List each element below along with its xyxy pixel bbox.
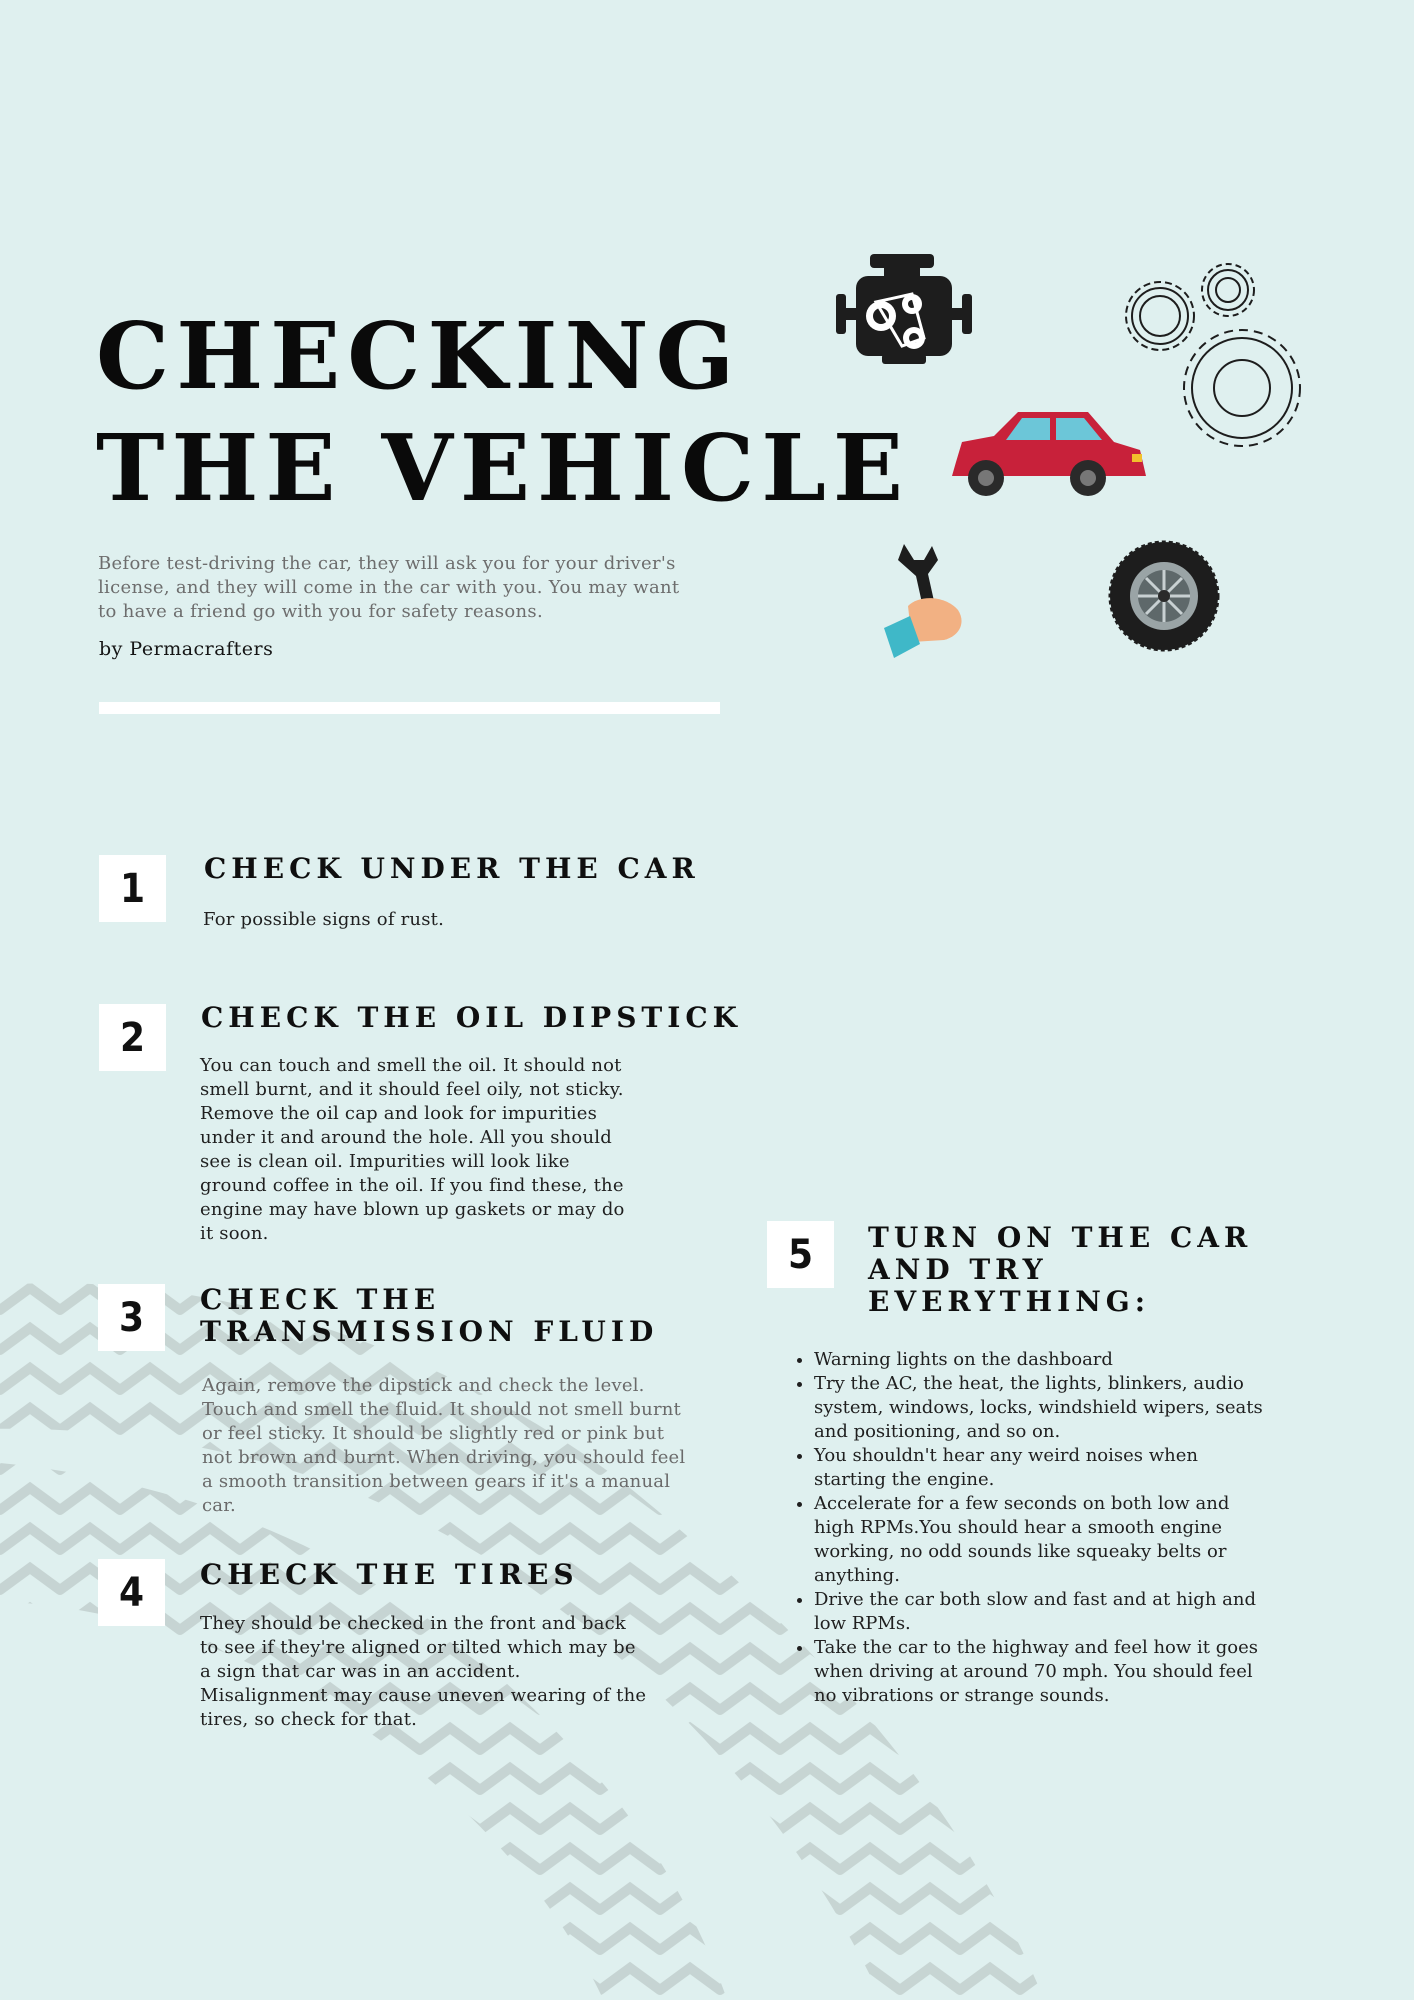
step-1-title: CHECK UNDER THE CAR: [204, 852, 700, 885]
wrench-hand-icon: [884, 544, 962, 658]
step-5-title: TURN ON THE CAR AND TRY EVERYTHING:: [868, 1222, 1252, 1318]
step-2-title: CHECK THE OIL DIPSTICK: [201, 1001, 742, 1034]
step-2-text: You can touch and smell the oil. It shou…: [200, 1055, 625, 1244]
list-item: Drive the car both slow and fast and at …: [814, 1588, 1274, 1636]
step-1-text: For possible signs of rust.: [203, 909, 444, 930]
step-3-text: Again, remove the dipstick and check the…: [202, 1375, 686, 1516]
engine-icon: [836, 254, 972, 364]
byline: by Permacrafters: [99, 638, 274, 660]
step-3-title-line-1: CHECK THE: [200, 1283, 441, 1316]
step-number-1: 1: [99, 855, 166, 922]
list-item: Warning lights on the dashboard: [814, 1348, 1274, 1372]
step-4-title: CHECK THE TIRES: [200, 1558, 579, 1591]
gears-icon: [1125, 263, 1301, 447]
step-number-2: 2: [99, 1004, 166, 1071]
step-number-4: 4: [98, 1559, 165, 1626]
step-3-title-line-2: TRANSMISSION FLUID: [200, 1315, 659, 1348]
step-5-title-line-2: AND TRY: [868, 1253, 1048, 1286]
step-5-checklist: Warning lights on the dashboard Try the …: [790, 1348, 1274, 1708]
step-3-title: CHECK THE TRANSMISSION FLUID: [200, 1284, 658, 1348]
intro-paragraph: Before test-driving the car, they will a…: [98, 553, 680, 622]
list-item: You shouldn't hear any weird noises when…: [814, 1444, 1274, 1492]
header-divider: [99, 702, 720, 714]
page-title-line-2: THE VEHICLE: [96, 414, 911, 522]
list-item: Try the AC, the heat, the lights, blinke…: [814, 1372, 1274, 1444]
tire-icon: [1108, 540, 1220, 652]
page-title: CHECKING THE VEHICLE: [96, 300, 910, 524]
step-5-title-line-3: EVERYTHING:: [868, 1285, 1151, 1318]
step-5-title-line-1: TURN ON THE CAR: [868, 1221, 1253, 1254]
step-number-5: 5: [767, 1221, 834, 1288]
page-title-line-1: CHECKING: [96, 302, 742, 410]
car-icon: [952, 412, 1146, 496]
list-item: Take the car to the highway and feel how…: [814, 1636, 1274, 1708]
step-number-3: 3: [98, 1284, 165, 1351]
step-4-text: They should be checked in the front and …: [200, 1613, 647, 1730]
list-item: Accelerate for a few seconds on both low…: [814, 1492, 1274, 1588]
